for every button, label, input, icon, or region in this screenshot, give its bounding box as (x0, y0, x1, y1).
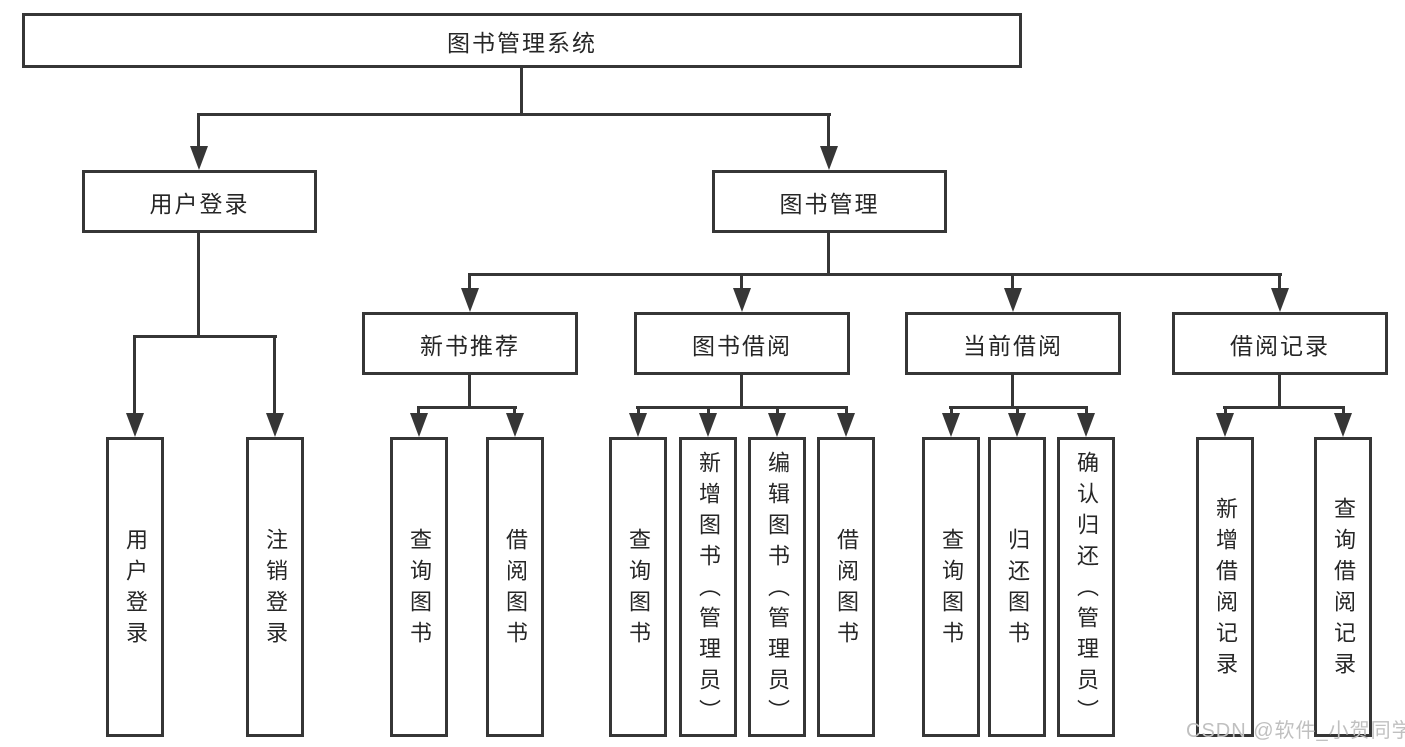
connector-vline (273, 335, 276, 415)
connector-vline (1085, 406, 1088, 415)
connector-vline (950, 406, 953, 415)
connector-vline (468, 273, 471, 290)
leaf-add-books-admin: 新增图书（管理员） (679, 437, 737, 737)
connector-vline (520, 68, 523, 115)
arrowhead-icon (820, 146, 838, 170)
arrowhead-icon (699, 413, 717, 437)
node-new-book-recommend: 新书推荐 (362, 312, 578, 375)
leaf-query-borrow-record: 查询借阅记录 (1314, 437, 1372, 737)
connector-vline (133, 335, 136, 415)
leaf-borrow-books-recommend: 借阅图书 (486, 437, 544, 737)
connector-hline (133, 335, 277, 338)
node-book-management: 图书管理 (712, 170, 947, 233)
arrowhead-icon (629, 413, 647, 437)
connector-hline (197, 113, 831, 116)
connector-vline (1011, 273, 1014, 290)
node-user-login: 用户登录 (82, 170, 317, 233)
connector-vline (707, 406, 710, 415)
connector-vline (827, 113, 830, 152)
connector-vline (1016, 406, 1019, 415)
connector-vline (197, 113, 200, 152)
arrowhead-icon (506, 413, 524, 437)
arrowhead-icon (266, 413, 284, 437)
connector-vline (1278, 273, 1281, 290)
arrowhead-icon (126, 413, 144, 437)
connector-vline (1342, 406, 1345, 415)
connector-vline (1224, 406, 1227, 415)
arrowhead-icon (1008, 413, 1026, 437)
arrowhead-icon (768, 413, 786, 437)
connector-vline (776, 406, 779, 415)
arrowhead-icon (837, 413, 855, 437)
connector-hline (636, 406, 848, 409)
connector-hline (1223, 406, 1345, 409)
leaf-confirm-return-admin: 确认归还（管理员） (1057, 437, 1115, 737)
leaf-logout: 注销登录 (246, 437, 304, 737)
connector-vline (417, 406, 420, 415)
node-book-borrow: 图书借阅 (634, 312, 850, 375)
connector-hline (417, 406, 517, 409)
connector-vline (637, 406, 640, 415)
arrowhead-icon (461, 288, 479, 312)
connector-vline (1278, 375, 1281, 408)
leaf-borrow-books: 借阅图书 (817, 437, 875, 737)
arrowhead-icon (1077, 413, 1095, 437)
leaf-query-books-borrow: 查询图书 (609, 437, 667, 737)
node-borrow-records: 借阅记录 (1172, 312, 1388, 375)
arrowhead-icon (410, 413, 428, 437)
connector-vline (845, 406, 848, 415)
arrowhead-icon (733, 288, 751, 312)
connector-vline (1011, 375, 1014, 408)
node-current-borrow: 当前借阅 (905, 312, 1121, 375)
connector-hline (468, 273, 1282, 276)
leaf-return-books: 归还图书 (988, 437, 1046, 737)
connector-vline (468, 375, 471, 408)
arrowhead-icon (1334, 413, 1352, 437)
leaf-query-books-current: 查询图书 (922, 437, 980, 737)
connector-vline (827, 233, 830, 275)
arrowhead-icon (1271, 288, 1289, 312)
node-root-system: 图书管理系统 (22, 13, 1022, 68)
leaf-user-login: 用户登录 (106, 437, 164, 737)
leaf-add-borrow-record: 新增借阅记录 (1196, 437, 1254, 737)
csdn-watermark: CSDN @软件_小贺同学 (1186, 720, 1405, 742)
connector-vline (740, 273, 743, 290)
arrowhead-icon (190, 146, 208, 170)
connector-vline (197, 233, 200, 338)
connector-vline (513, 406, 516, 415)
leaf-query-books-recommend: 查询图书 (390, 437, 448, 737)
leaf-edit-books-admin: 编辑图书（管理员） (748, 437, 806, 737)
arrowhead-icon (1216, 413, 1234, 437)
connector-vline (740, 375, 743, 408)
arrowhead-icon (942, 413, 960, 437)
arrowhead-icon (1004, 288, 1022, 312)
